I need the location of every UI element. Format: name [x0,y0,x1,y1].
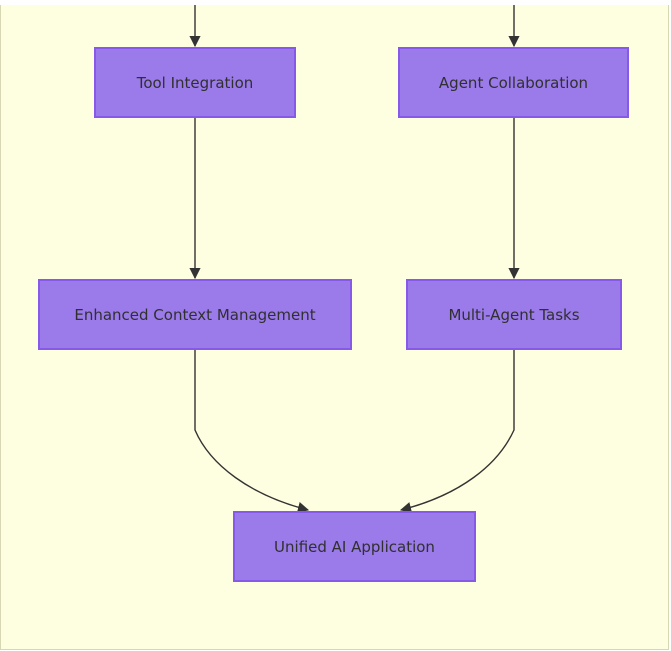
node-agent-collaboration: Agent Collaboration [398,47,629,118]
node-enhanced-context-management: Enhanced Context Management [38,279,352,350]
edge-context-to-unified [194,350,310,513]
node-label: Multi-Agent Tasks [448,305,580,324]
node-label: Agent Collaboration [438,73,589,92]
node-tool-integration: Tool Integration [94,47,296,118]
node-label: Enhanced Context Management [74,305,316,324]
node-label: Tool Integration [136,73,254,92]
node-unified-ai-application: Unified AI Application [233,511,476,582]
node-label: Unified AI Application [274,537,435,556]
edge-multi-to-unified [399,350,515,513]
node-multi-agent-tasks: Multi-Agent Tasks [406,279,622,350]
